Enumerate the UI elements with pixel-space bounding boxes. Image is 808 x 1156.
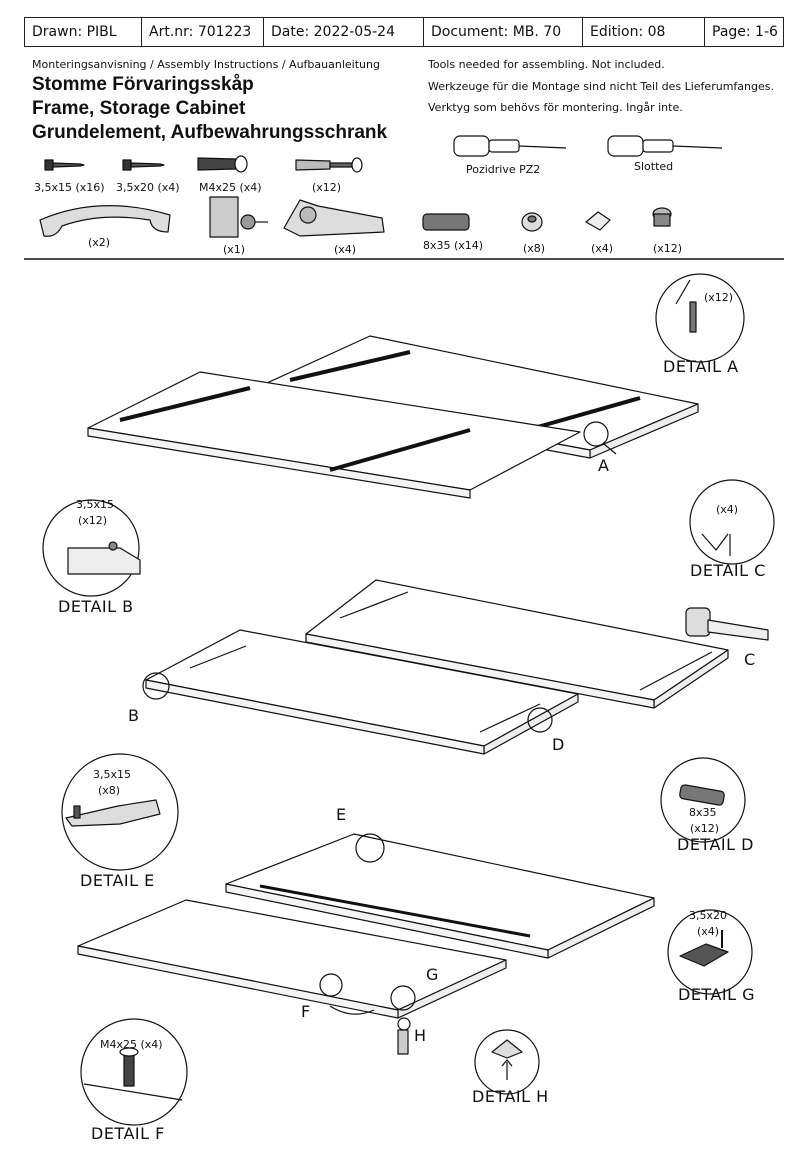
handle-label: (x2) <box>88 236 111 249</box>
top-panel-front <box>87 371 581 499</box>
callout-a-marker <box>583 421 609 447</box>
detail-g-quantity: (x4) <box>697 925 720 938</box>
lock-icon <box>209 196 268 238</box>
handle-icon <box>39 205 171 237</box>
detail-h-callout <box>474 1029 540 1095</box>
middle-panel-back <box>305 579 729 709</box>
detail-e-title: DETAIL E <box>80 871 155 890</box>
title-english: Frame, Storage Cabinet <box>32 98 246 119</box>
slotted-screwdriver-icon <box>607 135 723 157</box>
detail-f-callout <box>80 1018 188 1126</box>
bolt-label: M4x25 (x4) <box>199 181 262 194</box>
dowel-label: 8x35 (x14) <box>423 239 484 252</box>
cam-lock-icon <box>652 207 672 227</box>
art-nr-cell: Art.nr: 701223 <box>142 18 264 46</box>
detail-b-size: 3,5x15 <box>76 498 115 511</box>
detail-f-title: DETAIL F <box>91 1124 165 1143</box>
title-swedish: Stomme Förvaringsskåp <box>32 74 254 95</box>
drawn-cell: Drawn: PIBL <box>25 18 142 46</box>
detail-g-callout <box>667 909 753 995</box>
callout-h-letter: H <box>414 1026 427 1045</box>
page-cell: Page: 1-6 <box>712 24 778 40</box>
edition-cell: Edition: 08 <box>583 18 705 46</box>
connector-bolt-icon <box>295 157 363 173</box>
detail-c-quantity: (x4) <box>716 503 739 516</box>
callout-f-marker <box>319 973 343 997</box>
bolt-icon <box>197 155 248 173</box>
cam-lock-label: (x12) <box>653 242 683 255</box>
pozidrive-label: Pozidrive PZ2 <box>466 163 541 176</box>
date-cell: Date: 2022-05-24 <box>264 18 424 46</box>
middle-panel-front <box>145 629 579 755</box>
callout-b-marker <box>142 672 170 700</box>
detail-c-callout <box>689 479 775 565</box>
callout-d-marker <box>527 707 553 733</box>
detail-b-quantity: (x12) <box>78 514 108 527</box>
dowel-icon <box>422 213 470 231</box>
detail-e-size: 3,5x15 <box>93 768 132 781</box>
cap-label: (x4) <box>591 242 614 255</box>
screw-medium-icon <box>122 159 165 171</box>
pozidrive-screwdriver-icon <box>453 135 567 157</box>
callout-a-letter: A <box>598 456 609 475</box>
title-block-header: Drawn: PIBL Art.nr: 701223 Date: 2022-05… <box>24 17 784 47</box>
tools-note-german: Werkzeuge für die Montage sind nicht Tei… <box>428 80 774 93</box>
detail-d-size: 8x35 <box>689 806 717 819</box>
callout-f-letter: F <box>301 1002 311 1021</box>
hinge-label: (x4) <box>334 243 357 256</box>
detail-h-title: DETAIL H <box>472 1087 549 1106</box>
bottom-panel-back <box>225 833 655 959</box>
tools-note-english: Tools needed for assembling. Not include… <box>428 58 665 71</box>
screw-small-label: 3,5x15 (x16) <box>34 181 105 194</box>
lock-assembly-icon <box>397 1017 411 1055</box>
mallet-icon <box>685 607 769 641</box>
callout-e-marker <box>355 833 385 863</box>
callout-d-letter: D <box>552 735 565 754</box>
hinge-icon <box>283 199 385 237</box>
title-german: Grundelement, Aufbewahrungsschrank <box>32 122 388 143</box>
detail-b-title: DETAIL B <box>58 597 134 616</box>
callout-a-leader <box>603 443 617 455</box>
detail-e-quantity: (x8) <box>98 784 121 797</box>
detail-d-quantity: (x12) <box>690 822 720 835</box>
bottom-panel-front <box>77 899 507 1019</box>
screw-medium-label: 3,5x20 (x4) <box>116 181 180 194</box>
callout-g-marker <box>390 985 416 1011</box>
lock-label: (x1) <box>223 243 246 256</box>
detail-d-title: DETAIL D <box>677 835 754 854</box>
detail-b-callout <box>42 499 141 597</box>
cap-icon <box>585 211 611 231</box>
cam-nut-label: (x8) <box>523 242 546 255</box>
detail-a-title: DETAIL A <box>663 357 739 376</box>
detail-g-size: 3,5x20 <box>689 909 728 922</box>
cam-nut-icon <box>521 212 543 232</box>
slotted-label: Slotted <box>634 160 674 173</box>
tools-note-swedish: Verktyg som behövs för montering. Ingår … <box>428 101 683 114</box>
detail-g-title: DETAIL G <box>678 985 756 1004</box>
detail-e-callout <box>61 753 179 871</box>
instructions-line: Monteringsanvisning / Assembly Instructi… <box>32 58 380 71</box>
detail-c-title: DETAIL C <box>690 561 766 580</box>
detail-d-callout <box>660 757 746 843</box>
screw-small-icon <box>44 159 85 171</box>
detail-f-size: M4x25 (x4) <box>100 1038 163 1051</box>
callout-b-letter: B <box>128 706 139 725</box>
document-cell: Document: MB. 70 <box>424 18 583 46</box>
callout-c-letter: C <box>744 650 756 669</box>
detail-a-callout <box>655 273 745 363</box>
detail-a-quantity: (x12) <box>704 291 734 304</box>
connector-bolt-label: (x12) <box>312 181 342 194</box>
callout-e-letter: E <box>336 805 347 824</box>
callout-g-letter: G <box>426 965 439 984</box>
